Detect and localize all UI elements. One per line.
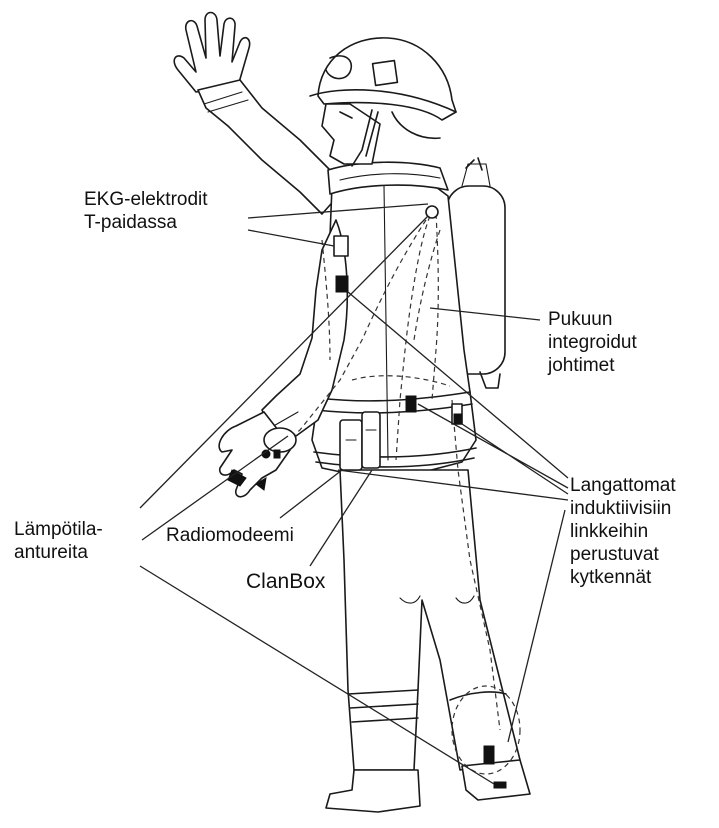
belt-sensor [406,396,416,412]
label-radiomodeemi-text: Radiomodeemi [166,524,294,547]
label-clanbox: ClanBox [246,570,325,593]
label-langattomat-line2: induktiivisiin [570,497,676,520]
label-pukuun: Pukuun integroidut johtimet [548,308,637,377]
label-langattomat-line1: Langattomat [570,474,676,497]
label-lampotila: Lämpötila- antureita [14,518,103,564]
label-pukuun-line3: johtimet [548,354,637,377]
label-clanbox-text: ClanBox [246,570,325,593]
label-ekg: EKG-elektrodit T-paidassa [84,188,208,234]
boot-sensor [484,746,494,764]
label-radiomodeemi: Radiomodeemi [166,524,294,547]
label-lampotila-line2: antureita [14,541,103,564]
label-ekg-line1: EKG-elektrodit [84,188,208,211]
label-lampotila-line1: Lämpötila- [14,518,103,541]
raised-arm [198,80,338,214]
label-langattomat-line5: kytkennät [570,566,676,589]
label-langattomat-line3: linkkeihin [570,520,676,543]
label-langattomat: Langattomat induktiivisiin linkkeihin pe… [570,474,676,589]
label-langattomat-line4: perustuvat [570,543,676,566]
label-pukuun-line2: integroidut [548,331,637,354]
label-ekg-line2: T-paidassa [84,211,208,234]
trousers [340,470,520,770]
right-boot [462,760,530,800]
left-boot [326,770,420,812]
label-pukuun-line1: Pukuun [548,308,637,331]
ekg-sensor [336,276,348,292]
leader-radiomodeemi [280,470,342,518]
clanbox-pocket [340,420,362,470]
